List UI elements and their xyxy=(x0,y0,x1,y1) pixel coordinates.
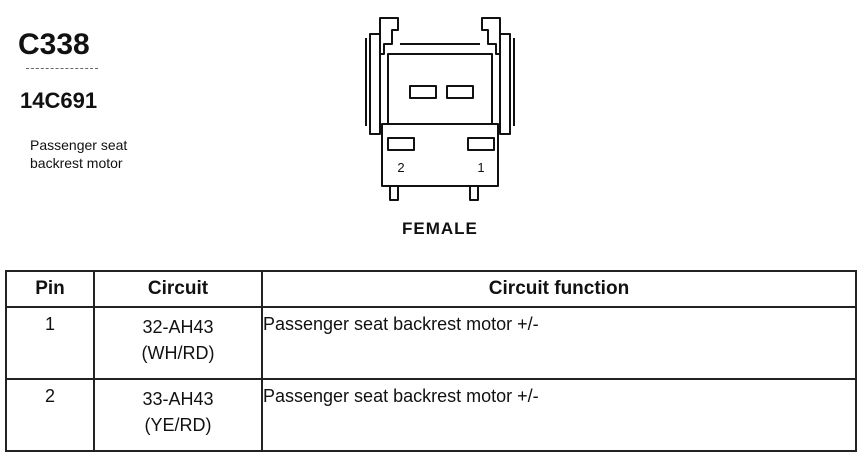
connector-description: Passenger seat backrest motor xyxy=(30,136,190,172)
pin-cell: 2 xyxy=(5,378,95,452)
header-circuit-function: Circuit function xyxy=(261,270,857,308)
connector-face-drawing: 2 1 xyxy=(365,17,515,201)
part-number: 14C691 xyxy=(20,88,98,113)
connector-gender: FEMALE xyxy=(402,219,478,238)
wire-color: (WH/RD) xyxy=(141,343,215,363)
circuit-cell: 32-AH43 (WH/RD) xyxy=(93,306,263,380)
table-header-row: Pin Circuit Circuit function xyxy=(5,270,857,308)
pin-label-1: 1 xyxy=(477,160,484,175)
wire-color: (YE/RD) xyxy=(144,415,212,435)
circuit-number: 33-AH43 xyxy=(142,389,214,409)
pinout-table: Pin Circuit Circuit function 1 32-AH43 (… xyxy=(5,270,857,452)
description-line-1: Passenger seat xyxy=(30,137,128,153)
pin-cell: 1 xyxy=(5,306,95,380)
table-row: 1 32-AH43 (WH/RD) Passenger seat backres… xyxy=(5,306,857,380)
table-row: 2 33-AH43 (YE/RD) Passenger seat backres… xyxy=(5,378,857,452)
header-pin: Pin xyxy=(5,270,95,308)
circuit-cell: 33-AH43 (YE/RD) xyxy=(93,378,263,452)
circuit-number: 32-AH43 xyxy=(142,317,214,337)
connector-id: C338 xyxy=(18,28,90,61)
circuit-function-cell: Passenger seat backrest motor +/- xyxy=(261,306,857,380)
header-circuit: Circuit xyxy=(93,270,263,308)
circuit-function-cell: Passenger seat backrest motor +/- xyxy=(261,378,857,452)
connector-id-underline xyxy=(26,68,98,69)
description-line-2: backrest motor xyxy=(30,155,123,171)
pin-label-2: 2 xyxy=(397,160,404,175)
